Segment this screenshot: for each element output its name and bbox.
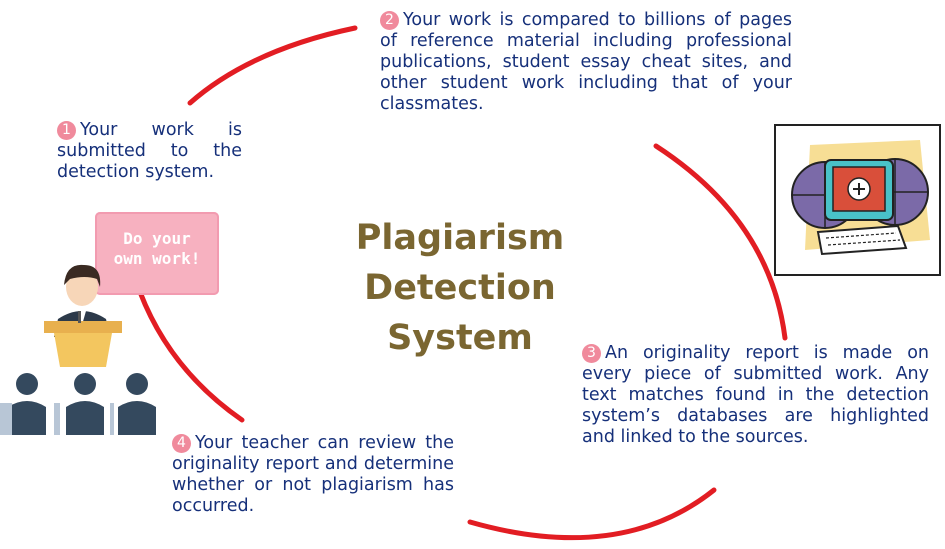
step-text: Your work is compared to billions of pag… (380, 10, 792, 114)
sign-line-2: own work! (113, 249, 201, 268)
teacher-at-podium-icon (44, 264, 122, 367)
students-audience-icon (0, 373, 156, 435)
title-line-1: Plagiarism (355, 218, 565, 258)
step-text: An originality report is made on every p… (582, 343, 929, 447)
arc-right (653, 143, 788, 341)
arc-left (137, 289, 245, 423)
computer-globe-icon (774, 124, 941, 276)
step-number-badge: 3 (582, 344, 601, 363)
do-your-own-work-sign: Do your own work! (95, 212, 219, 295)
arc-bottom (467, 487, 717, 541)
title-line-2: Detection System (364, 268, 556, 358)
step-number-badge: 4 (172, 434, 191, 453)
diagram-title: Plagiarism Detection System (290, 213, 630, 363)
step-text: Your teacher can review the originality … (172, 433, 454, 516)
step-number-badge: 1 (57, 121, 76, 140)
arc-top (187, 25, 358, 106)
step-text: Your work is submitted to the detection … (57, 120, 242, 182)
sign-line-1: Do your (123, 229, 191, 248)
step-number-badge: 2 (380, 11, 399, 30)
